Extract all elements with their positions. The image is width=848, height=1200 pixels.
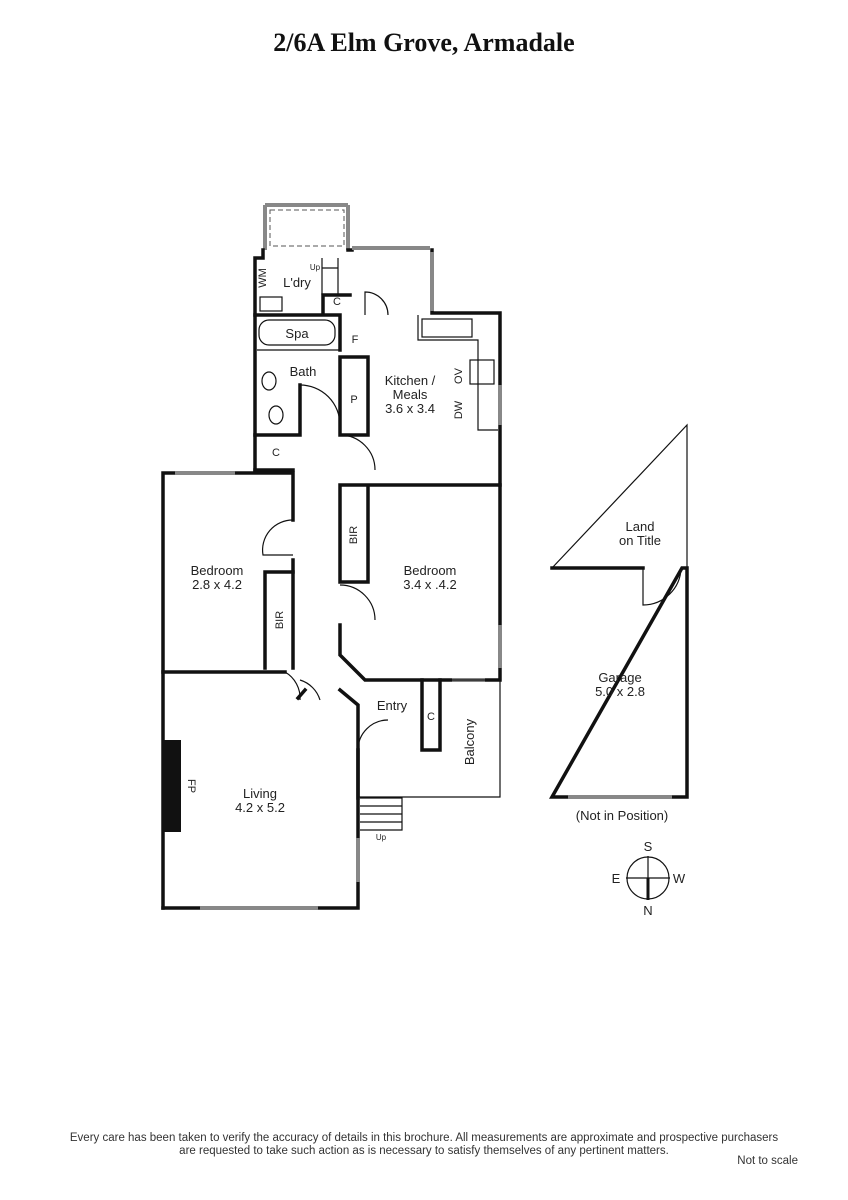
compass-north: N (643, 903, 652, 918)
not-to-scale: Not to scale (737, 1155, 798, 1167)
land-on-title: Land on Title (551, 423, 688, 569)
garage: Garage 5.0 x 2.8 (Not in Position) (548, 566, 689, 823)
disclaimer: Every care has been taken to verify the … (0, 1132, 848, 1158)
bedroom-1: Bedroom 2.8 x 4.2 BIR (161, 471, 295, 910)
disclaimer-line: Every care has been taken to verify the … (69, 1132, 779, 1144)
pantry-label: P (350, 394, 357, 406)
bir-label: BIR (274, 611, 286, 629)
cupboard-label: C (272, 447, 280, 459)
up-label: Up (376, 833, 387, 842)
living-name: Living (243, 786, 277, 801)
spa-label: Spa (285, 326, 309, 341)
bir-label: BIR (348, 526, 360, 544)
garage-dimensions: 5.0 x 2.8 (595, 684, 645, 699)
fireplace-label: FP (185, 779, 197, 793)
kitchen-name: Meals (393, 387, 428, 402)
bedroom1-dimensions: 2.8 x 4.2 (192, 577, 242, 592)
deck (263, 203, 350, 250)
kitchen-dimensions: 3.6 x 3.4 (385, 401, 435, 416)
cupboard-label: C (333, 296, 341, 308)
up-label: Up (310, 263, 321, 272)
kitchen-meals: F P Kitchen / Meals 3.6 x 3.4 OV DW (338, 315, 502, 471)
land-label: Land (626, 519, 655, 534)
fridge-label: F (352, 334, 359, 346)
living-dimensions: 4.2 x 5.2 (235, 800, 285, 815)
land-label: on Title (619, 533, 661, 548)
garage-name: Garage (598, 670, 641, 685)
washing-machine-label: WM (257, 268, 269, 288)
compass-east: E (612, 871, 621, 886)
bedroom-2: BIR Bedroom 3.4 x .4.2 (338, 483, 502, 682)
garage-note: (Not in Position) (576, 808, 668, 823)
bath-label: Bath (290, 364, 317, 379)
page-title: 2/6A Elm Grove, Armadale (273, 28, 575, 57)
laundry-room: L'dry WM Up C (253, 246, 502, 487)
kitchen-name: Kitchen / (385, 373, 436, 388)
cupboard-label: C (427, 711, 435, 723)
bedroom1-name: Bedroom (191, 563, 244, 578)
balcony: Balcony Up (358, 679, 501, 842)
compass-west: W (673, 871, 686, 886)
entry: Entry C (299, 678, 442, 800)
compass-south: S (644, 839, 653, 854)
living-room: FP Living 4.2 x 5.2 (161, 670, 360, 910)
laundry-label: L'dry (283, 275, 311, 290)
balcony-label: Balcony (462, 718, 477, 765)
bedroom2-name: Bedroom (404, 563, 457, 578)
dishwasher-label: DW (453, 400, 465, 419)
entry-label: Entry (377, 698, 408, 713)
oven-label: OV (453, 367, 465, 384)
bathroom: Spa Bath C (253, 319, 341, 472)
compass-icon: S E W N (612, 839, 686, 918)
bedroom2-dimensions: 3.4 x .4.2 (403, 577, 456, 592)
disclaimer-line: are requested to take such action as is … (179, 1145, 669, 1157)
